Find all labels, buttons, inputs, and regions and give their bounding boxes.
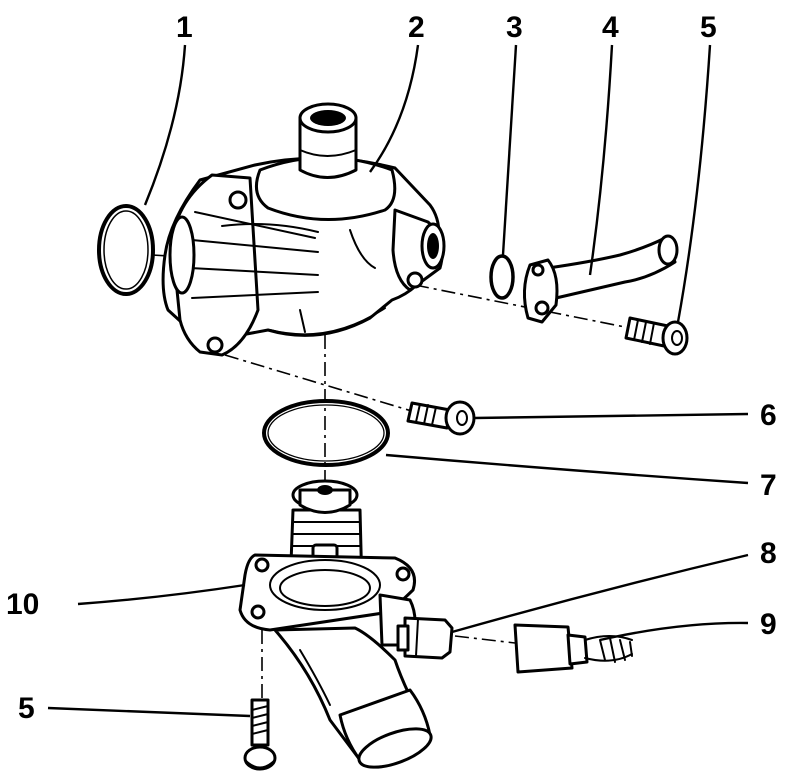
sensor-connector bbox=[513, 623, 633, 674]
thermostat-housing bbox=[161, 102, 446, 357]
callout-7: 7 bbox=[760, 469, 777, 502]
callout-1: 1 bbox=[176, 11, 193, 44]
callout-3: 3 bbox=[506, 11, 523, 44]
callout-5-upper: 5 bbox=[700, 11, 717, 44]
callout-2: 2 bbox=[408, 11, 425, 44]
leader-lines bbox=[47, 44, 749, 718]
temperature-sensor bbox=[396, 616, 454, 660]
o-ring-side bbox=[97, 204, 155, 296]
callout-8: 8 bbox=[760, 537, 777, 570]
callout-9: 9 bbox=[760, 608, 777, 641]
bolt-upper bbox=[624, 316, 689, 356]
small-seal-ring bbox=[489, 254, 515, 300]
bolt-lower bbox=[243, 698, 277, 771]
bent-pipe bbox=[523, 234, 679, 324]
callout-6: 6 bbox=[760, 399, 777, 432]
thermostat-cover bbox=[238, 553, 433, 769]
callout-5-lower: 5 bbox=[18, 692, 35, 725]
large-o-ring bbox=[262, 399, 390, 467]
callout-labels: 1 2 3 4 5 6 7 8 9 10 5 bbox=[6, 11, 777, 725]
callout-4: 4 bbox=[602, 11, 619, 44]
bolt-middle bbox=[406, 400, 476, 436]
callout-10: 10 bbox=[6, 588, 39, 621]
